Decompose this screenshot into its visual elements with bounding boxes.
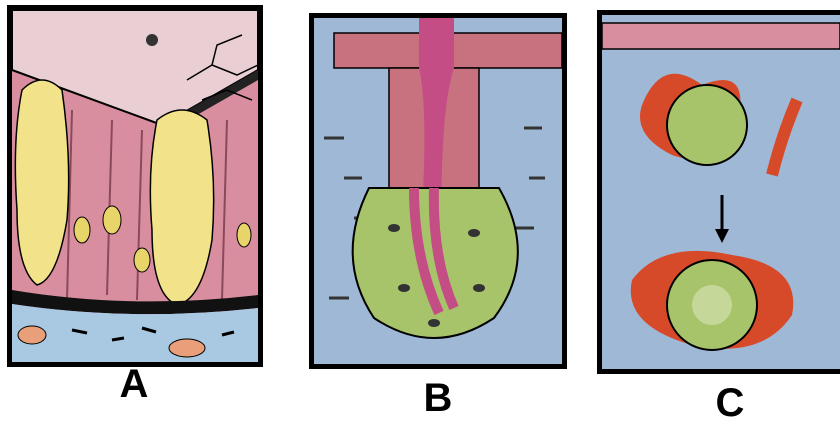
acinus-nucleus — [428, 319, 440, 327]
acinus-nucleus — [388, 224, 400, 232]
panel-label-a: A — [104, 362, 164, 407]
surface-epithelium — [602, 23, 840, 49]
panel-a-illustration — [12, 10, 258, 362]
acinus-nucleus — [468, 229, 480, 237]
blood-cell — [169, 339, 205, 357]
nucleus — [134, 248, 150, 272]
panel-label-b: B — [408, 376, 468, 421]
panel-c-illustration — [602, 15, 840, 369]
panel-b — [309, 13, 567, 369]
acinus-nucleus — [473, 284, 485, 292]
nucleus — [74, 217, 90, 243]
acinus-center — [692, 285, 732, 325]
nucleus — [237, 223, 251, 247]
panel-c — [597, 10, 840, 374]
blood-cell — [18, 326, 46, 344]
acinus-upper — [667, 85, 747, 165]
nucleus — [103, 206, 121, 234]
panel-a — [7, 5, 263, 367]
panel-label-c: C — [700, 381, 760, 426]
panel-b-illustration — [314, 18, 562, 364]
surface-pore — [146, 34, 158, 46]
acinus-nucleus — [398, 284, 410, 292]
